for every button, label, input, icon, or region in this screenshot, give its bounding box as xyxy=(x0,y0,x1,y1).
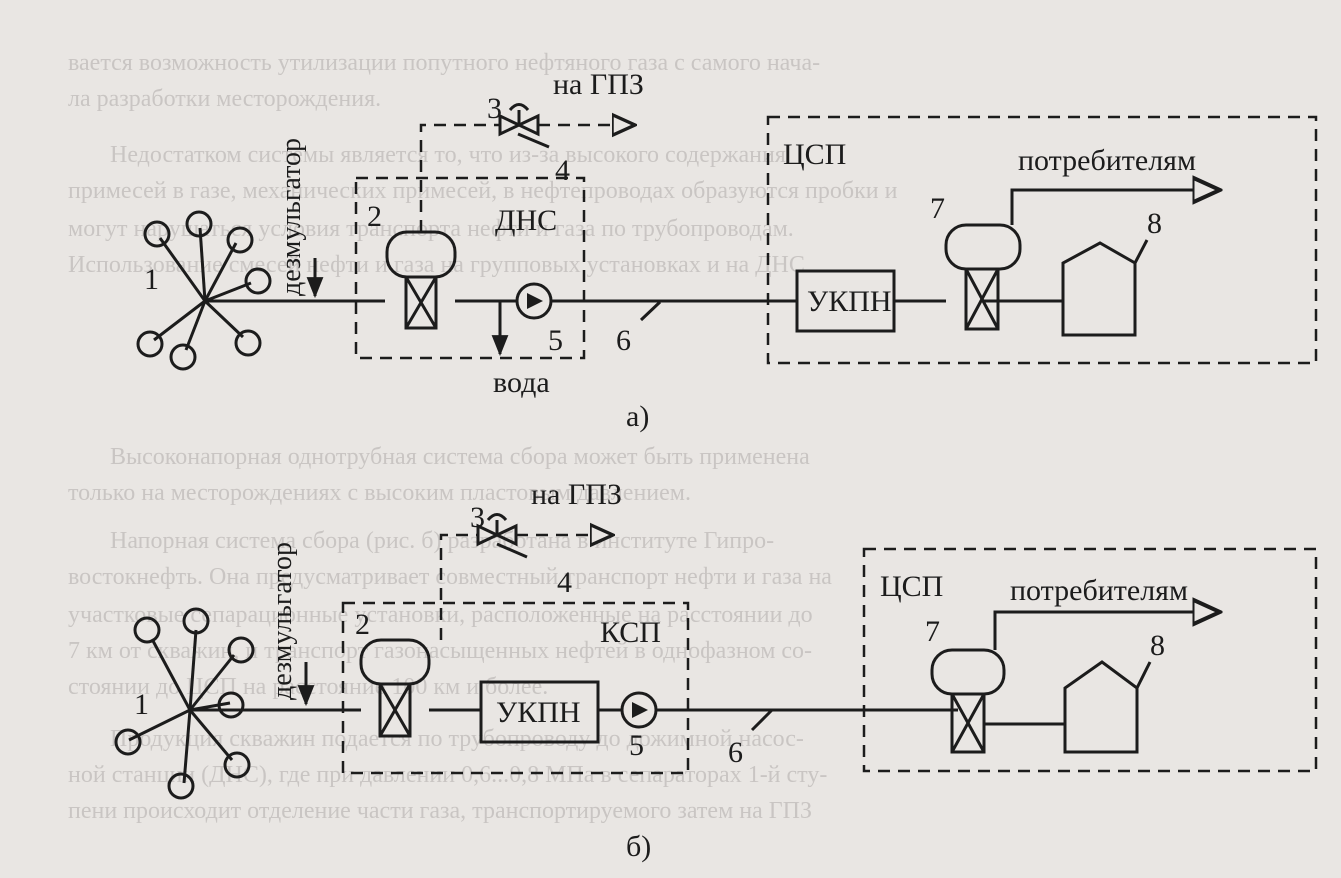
well-icon xyxy=(133,616,161,644)
label-ukpn: УКПН xyxy=(496,696,581,729)
well-icon xyxy=(227,636,255,664)
well-icon xyxy=(226,226,254,254)
bg-line: ла разработки месторождения. xyxy=(68,86,381,112)
well-icon xyxy=(217,691,245,719)
well-icon xyxy=(244,267,272,295)
label-gpz: на ГПЗ xyxy=(553,68,644,101)
diagram-b: 1 дезмульгатор КСП 2 3 на ГПЗ 4 УКПН xyxy=(114,478,1318,863)
well-icon xyxy=(234,329,262,357)
bg-line: только на месторождениях с высоким пласт… xyxy=(68,480,691,506)
leader-4 xyxy=(517,132,550,149)
label-1: 1 xyxy=(144,263,159,296)
label-ksp: КСП xyxy=(600,616,661,649)
csp-boundary xyxy=(766,115,1318,365)
valve-icon xyxy=(476,513,518,547)
ksp-boundary xyxy=(341,601,690,775)
tank-icon xyxy=(1061,241,1137,337)
bg-line: Высоконапорная однотрубная система сбора… xyxy=(110,444,810,470)
leader-4 xyxy=(496,542,528,559)
bg-line: пени происходит отделение части газа, тр… xyxy=(68,798,812,824)
well-cluster xyxy=(136,210,272,371)
leader-6 xyxy=(639,300,662,322)
label-consumers: потребителям xyxy=(1010,574,1188,607)
valve-icon xyxy=(498,103,540,137)
label-water: вода xyxy=(493,366,550,399)
label-6: 6 xyxy=(728,736,743,769)
label-1: 1 xyxy=(134,688,149,721)
leader-8 xyxy=(1135,661,1152,689)
well-icon xyxy=(185,210,213,238)
well-icon xyxy=(169,343,197,371)
label-dns: ДНС xyxy=(495,204,557,237)
label-2: 2 xyxy=(355,608,370,641)
well-icon xyxy=(182,607,210,635)
separator-icon xyxy=(385,230,457,330)
pump-icon xyxy=(515,282,553,320)
leader-6 xyxy=(750,708,774,732)
label-6: 6 xyxy=(616,324,631,357)
pump-icon xyxy=(620,691,658,729)
label-3: 3 xyxy=(470,501,485,534)
label-consumers: потребителям xyxy=(1018,144,1196,177)
separator-icon xyxy=(930,648,1006,754)
label-csp: ЦСП xyxy=(880,570,943,603)
well-icon xyxy=(223,751,251,779)
well-cluster xyxy=(114,607,255,800)
bg-line: могут нарушаться условия транспорта нефт… xyxy=(68,216,794,242)
leader-8 xyxy=(1133,239,1149,264)
bg-line: ной станции (ДНС), где при давлении 0,6.… xyxy=(68,762,827,788)
label-ukpn: УКПН xyxy=(807,285,892,318)
label-2: 2 xyxy=(367,200,382,233)
caption-b: б) xyxy=(626,830,651,863)
well-icon xyxy=(167,772,195,800)
gas-to-consumers-line xyxy=(1010,190,1220,225)
label-5: 5 xyxy=(629,729,644,762)
ukpn-box xyxy=(479,680,600,744)
water-line xyxy=(455,299,502,335)
tank-icon xyxy=(1063,660,1139,754)
label-4: 4 xyxy=(557,566,572,599)
label-4: 4 xyxy=(555,154,570,187)
separator-icon xyxy=(944,223,1022,331)
well-icon xyxy=(136,330,164,358)
bg-line: примесей в газе, механических примесей, … xyxy=(68,178,898,204)
well-icon xyxy=(143,220,171,248)
bg-line: Использование смесей нефти и газа на гру… xyxy=(68,252,805,278)
separator-icon xyxy=(359,638,431,738)
csp-boundary xyxy=(862,547,1318,773)
gas-line xyxy=(439,533,478,640)
well-icon xyxy=(114,728,142,756)
diagram-a: 1 дезмульгатор ДНС 2 3 на ГПЗ 4 вода xyxy=(136,68,1318,433)
label-7: 7 xyxy=(930,192,945,225)
label-7: 7 xyxy=(925,615,940,648)
gas-line xyxy=(419,123,500,232)
label-8: 8 xyxy=(1147,207,1162,240)
label-gpz: на ГПЗ xyxy=(531,478,622,511)
bg-line: Недостатком системы является то, что из-… xyxy=(110,142,786,168)
bg-line: востокнефть. Она предусматривает совмест… xyxy=(68,564,832,590)
label-8: 8 xyxy=(1150,629,1165,662)
bg-line: 7 км от скважин, и транспорт газонасыщен… xyxy=(68,638,812,664)
dns-boundary xyxy=(354,176,586,360)
bg-line: вается возможность утилизации попутного … xyxy=(68,50,820,76)
label-csp: ЦСП xyxy=(783,138,846,171)
caption-a: а) xyxy=(626,400,649,433)
label-demulsifier: дезмульгатор xyxy=(276,138,307,296)
label-5: 5 xyxy=(548,324,563,357)
label-demulsifier: дезмульгатор xyxy=(267,542,298,700)
gas-to-consumers-line xyxy=(993,612,1220,650)
label-3: 3 xyxy=(487,92,502,125)
